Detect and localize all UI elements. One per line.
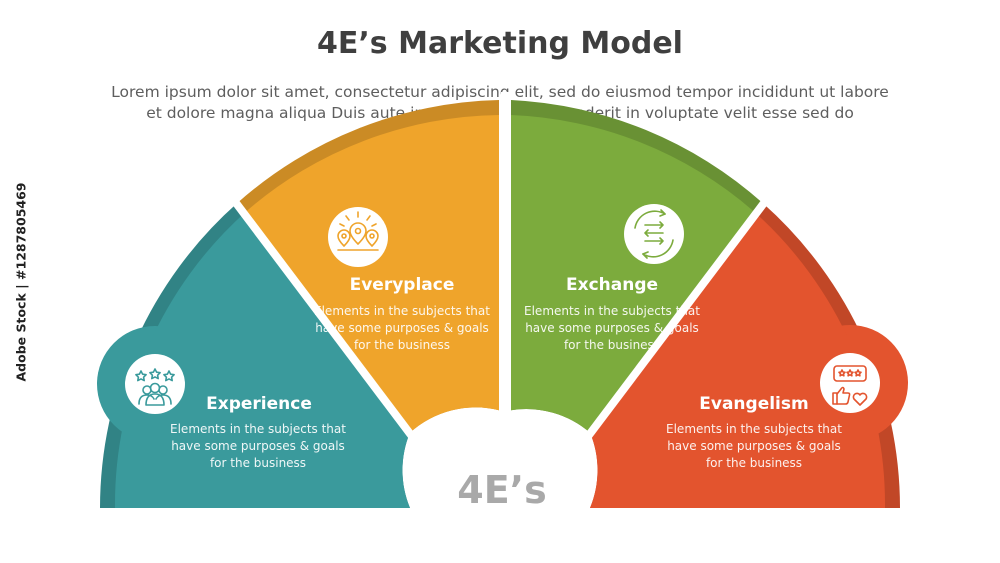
segment-experience [97, 203, 411, 508]
segment-experience-body [114, 211, 411, 508]
everyplace-title: Everyplace [350, 275, 455, 295]
exchange-desc-line-3: for the business [564, 338, 660, 352]
experience-desc-line-1: Elements in the subjects that [170, 422, 346, 436]
experience-desc-line-3: for the business [210, 456, 306, 470]
segment-separators [226, 92, 774, 446]
everyplace-desc-line-2: have some purposes & goals [315, 321, 489, 335]
page-subtitle: Lorem ipsum dolor sit amet, consectetur … [50, 82, 950, 124]
separator-1 [226, 192, 421, 446]
everyplace-desc-line-3: for the business [354, 338, 450, 352]
segment-evangelism-body [590, 211, 886, 508]
everyplace-desc-line-1: Elements in the subjects that [314, 304, 490, 318]
customers-rating-icon [135, 368, 175, 406]
segment-experience-shape [97, 203, 411, 508]
segment-everyplace [236, 100, 499, 433]
exchange-desc-line-2: have some purposes & goals [525, 321, 699, 335]
exchange-icon-badge [624, 204, 684, 264]
stock-watermark-text: Adobe Stock | #1287805469 [13, 182, 29, 381]
feedback-like-icon [832, 365, 868, 406]
experience-text: Experience Elements in the subjects that… [170, 394, 346, 470]
stock-watermark: Adobe Stock | #1287805469 [6, 0, 36, 563]
exchange-arrows-icon [634, 209, 674, 259]
exchange-title: Exchange [566, 275, 658, 295]
everyplace-text: Everyplace Elements in the subjects that… [314, 275, 490, 352]
segment-exchange-body [511, 115, 754, 433]
everyplace-icon-badge [328, 207, 388, 267]
exchange-icon-circle [624, 204, 684, 264]
experience-desc-line-2: have some purposes & goals [171, 439, 345, 453]
experience-title: Experience [206, 394, 312, 414]
evangelism-desc-line-2: have some purposes & goals [667, 439, 841, 453]
subtitle-line-2: et dolore magna aliqua Duis aute irure d… [146, 104, 854, 122]
separator-3 [579, 192, 774, 446]
location-pins-icon [337, 211, 379, 251]
segment-evangelism [590, 203, 908, 508]
exchange-text: Exchange Elements in the subjects that h… [524, 275, 700, 352]
everyplace-icon-circle [328, 207, 388, 267]
experience-icon-badge [125, 354, 185, 414]
evangelism-desc-line-3: for the business [706, 456, 802, 470]
subtitle-line-1: Lorem ipsum dolor sit amet, consectetur … [111, 83, 889, 101]
evangelism-desc-line-1: Elements in the subjects that [666, 422, 842, 436]
evangelism-icon-badge [820, 353, 880, 413]
evangelism-text: Evangelism Elements in the subjects that… [666, 394, 842, 470]
evangelism-title: Evangelism [699, 394, 808, 414]
exchange-desc-line-1: Elements in the subjects that [524, 304, 700, 318]
center-label: 4E’s [457, 468, 546, 512]
page-title: 4E’s Marketing Model [317, 26, 683, 61]
segment-everyplace-body [246, 115, 499, 433]
evangelism-icon-circle [820, 353, 880, 413]
